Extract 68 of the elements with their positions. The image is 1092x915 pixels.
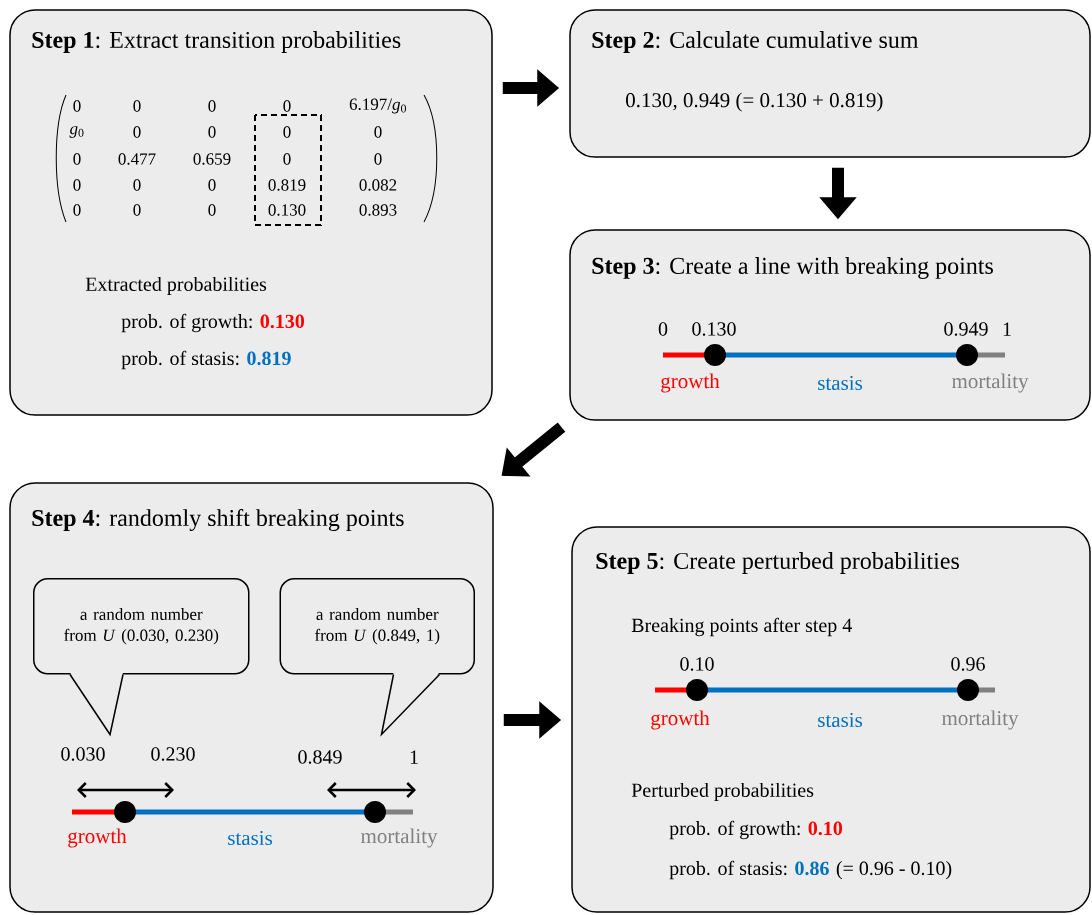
probability-label: prob. of growth: [669,820,800,840]
section-label: Breaking points after step 4 [631,617,852,637]
matrix-entry: 0 [283,100,291,112]
step-box [571,526,1091,913]
matrix-entry: 0.819 [268,179,306,191]
matrix-entry: 0.659 [193,153,231,165]
tick-label: 0.10 [680,657,714,671]
tick-label: 0.230 [151,747,195,761]
matrix-entry: 0 [208,204,216,216]
speech-bubble: a random number from U (0.849, 1) [279,578,475,737]
tick-label: 0.030 [61,747,105,761]
matrix-entry: 0 [73,100,81,112]
probability-value: 0.130 [260,314,305,329]
tick-label: 1 [1003,322,1011,336]
matrix-entry: 0 [283,153,291,165]
tick-label: 0 [658,322,668,336]
tick-label: 1 [410,750,418,764]
step-heading: Step 4: randomly shift breaking points [32,508,404,532]
tick-label: 0.96 [951,657,985,671]
segment-label: growth [651,710,710,730]
matrix-entry: 0 [208,179,216,191]
matrix-entry: 0 [133,126,141,138]
matrix-entry: 0 [374,126,382,138]
segment-label: mortality [360,828,438,848]
tick-label: 0.949 [944,322,988,336]
step-heading: Step 2: Calculate cumulative sum [592,31,919,53]
matrix-entry: g$_{0}$ [69,126,84,138]
segment-label: stasis [228,830,272,846]
matrix-entry: 0 [133,100,141,112]
step-box [569,9,1091,158]
tick-label: 0.849 [298,750,342,764]
probability-value: 0.10 [808,821,843,836]
probability-label: prob. of growth: [121,313,252,333]
matrix-entry: 0 [283,126,291,138]
step-heading: Step 5: Create perturbed probabilities [596,552,959,574]
matrix-entry: 0 [133,179,141,191]
probability-label: prob. of stasis: [121,350,239,370]
matrix-entry: 0.130 [268,204,306,216]
section-label: Extracted probabilities [85,276,267,296]
speech-bubble: a random number from U (0.030, 0.230) [33,578,250,737]
segment-label: stasis [818,375,862,391]
matrix-entry: 0.082 [359,179,397,191]
step-heading: Step 1: Extract transition probabilities [32,31,401,53]
segment-label: mortality [941,710,1019,730]
matrix-entry: 0 [374,153,382,165]
segment-label: mortality [951,373,1029,393]
matrix-entry: 0 [208,126,216,138]
step-box [9,9,493,416]
probability-label: prob. of stasis: [669,860,787,880]
segment-label: growth [68,828,127,848]
step-heading: Step 3: Create a line with breaking points [592,257,993,279]
matrix-entry: 0 [133,204,141,216]
segment-label: stasis [818,712,862,728]
formula-text: 0.130, 0.949 (= 0.130 + 0.819) [626,92,883,112]
matrix-entry: 0.477 [118,153,156,165]
matrix-entry: 0 [208,100,216,112]
formula-text: (= 0.96 - 0.10) [836,861,952,880]
probability-value: 0.86 [795,861,829,876]
matrix-entry: 0 [73,153,81,165]
matrix-entry: 0 [73,204,81,216]
matrix-entry: 6.197/g$_{0}$ [349,98,406,114]
matrix-entry: 0 [73,179,81,191]
matrix-entry: 0.893 [359,204,397,216]
segment-label: growth [661,373,720,393]
tick-label: 0.130 [692,322,736,336]
probability-value: 0.819 [247,351,291,366]
section-label: Perturbed probabilities [631,782,814,802]
step-box [569,229,1091,421]
